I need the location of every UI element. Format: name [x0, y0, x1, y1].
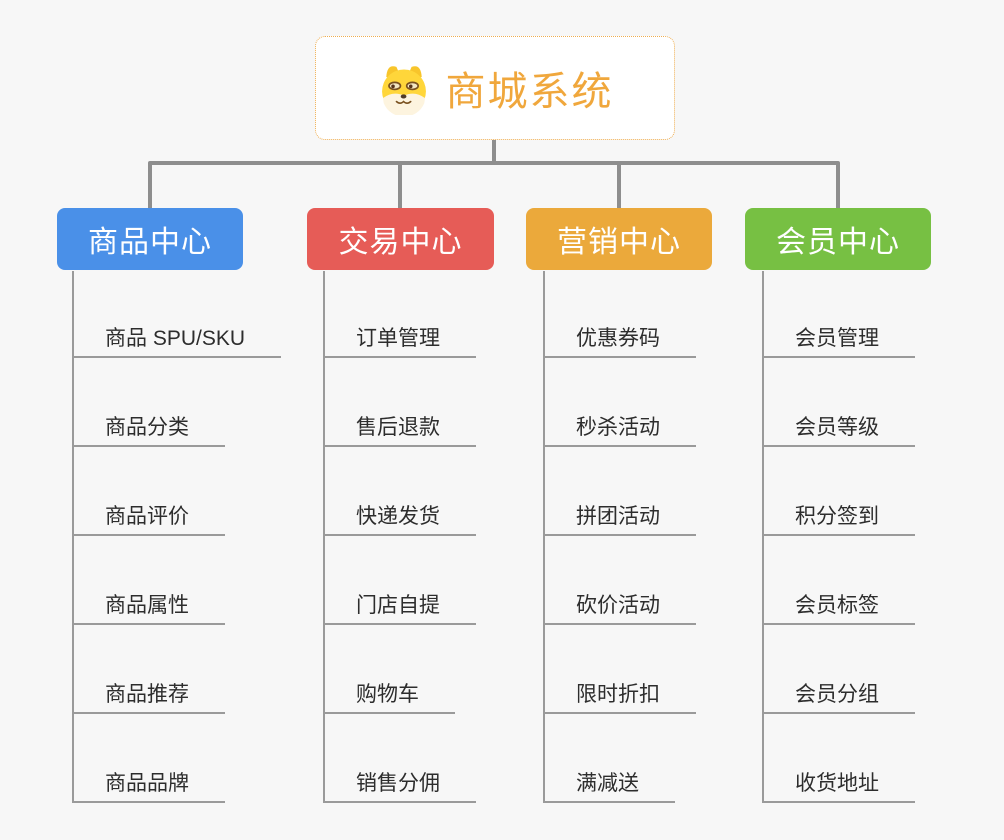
doge-icon: [377, 61, 431, 117]
leaf-node[interactable]: 商品推荐: [72, 680, 225, 714]
branch-label: 营销中心: [557, 226, 681, 259]
leaf-node[interactable]: 满减送: [543, 769, 675, 803]
connector-drop: [617, 163, 621, 209]
connector-drop: [398, 163, 402, 209]
branch-label: 会员中心: [776, 226, 900, 259]
leaf-node[interactable]: 快递发货: [323, 502, 476, 536]
leaf-node[interactable]: 订单管理: [323, 324, 476, 358]
branch-node-product-center[interactable]: 商品中心: [57, 208, 243, 270]
branch-label: 交易中心: [338, 226, 463, 259]
leaf-node[interactable]: 拼团活动: [543, 502, 696, 536]
root-node[interactable]: 商城系统: [315, 36, 675, 140]
branch-node-member-center[interactable]: 会员中心: [745, 208, 931, 270]
connector-drop: [836, 163, 840, 209]
connector-stem: [762, 271, 764, 801]
root-title: 商城系统: [445, 70, 614, 114]
leaf-node[interactable]: 优惠券码: [543, 324, 696, 358]
leaf-node[interactable]: 限时折扣: [543, 680, 696, 714]
connector-bus: [148, 161, 840, 165]
leaf-node[interactable]: 商品评价: [72, 502, 225, 536]
connector-stem: [323, 271, 325, 801]
branch-label: 商品中心: [88, 226, 212, 259]
leaf-node[interactable]: 门店自提: [323, 591, 476, 625]
branch-node-marketing-center[interactable]: 营销中心: [526, 208, 712, 270]
leaf-node[interactable]: 秒杀活动: [543, 413, 696, 447]
leaf-node[interactable]: 会员管理: [762, 324, 915, 358]
leaf-node[interactable]: 会员等级: [762, 413, 915, 447]
leaf-node[interactable]: 商品属性: [72, 591, 225, 625]
connector-stem: [543, 271, 545, 801]
branch-node-transaction-center[interactable]: 交易中心: [307, 208, 494, 270]
leaf-node[interactable]: 收货地址: [762, 769, 915, 803]
leaf-node[interactable]: 销售分佣: [323, 769, 476, 803]
leaf-node[interactable]: 会员标签: [762, 591, 915, 625]
leaf-node[interactable]: 售后退款: [323, 413, 476, 447]
leaf-node[interactable]: 商品 SPU/SKU: [72, 324, 282, 358]
leaf-node[interactable]: 砍价活动: [543, 591, 696, 625]
connector-stem: [72, 271, 74, 801]
leaf-node[interactable]: 商品品牌: [72, 769, 225, 803]
leaf-node[interactable]: 会员分组: [762, 680, 915, 714]
leaf-node[interactable]: 商品分类: [72, 413, 225, 447]
connector-drop: [148, 163, 152, 209]
leaf-node[interactable]: 购物车: [323, 680, 455, 714]
leaf-node[interactable]: 积分签到: [762, 502, 915, 536]
connector-root-stem: [492, 138, 496, 163]
